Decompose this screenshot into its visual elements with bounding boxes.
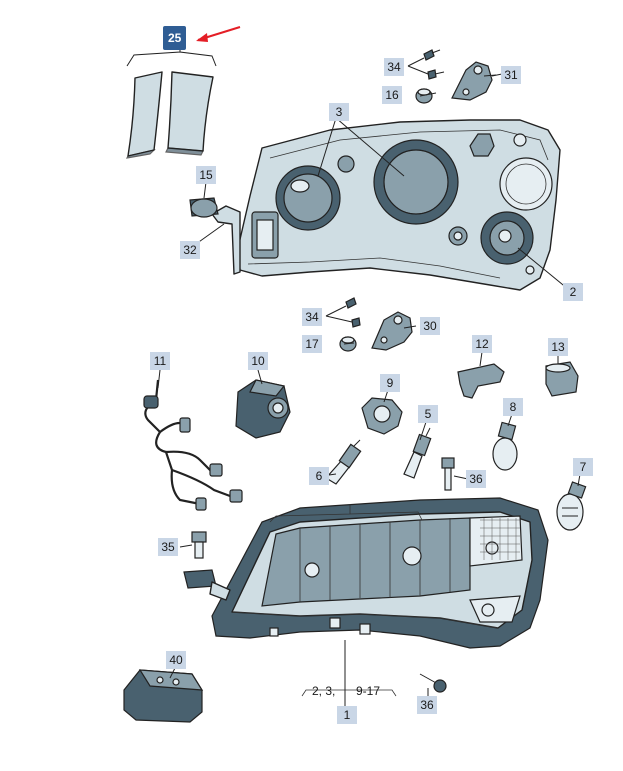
callout-16[interactable]: 16 [382, 86, 402, 104]
callout-range-9-17[interactable]: 9-17 [356, 684, 381, 698]
part-11-wiring-harness[interactable] [143, 379, 243, 511]
part-34-screws-middle[interactable] [325, 297, 361, 328]
selection-arrow [196, 26, 241, 42]
part-17-plug[interactable] [339, 336, 357, 352]
callout-3[interactable]: 3 [329, 103, 349, 121]
callout-17[interactable]: 17 [302, 335, 322, 353]
callout-11[interactable]: 11 [150, 352, 170, 370]
callout-7[interactable]: 7 [573, 458, 593, 476]
callout-35[interactable]: 35 [158, 538, 178, 556]
part-8-bulb[interactable] [492, 421, 518, 471]
part-25-protective-film[interactable] [125, 45, 217, 159]
callout-5[interactable]: 5 [418, 405, 438, 423]
part-12-cover[interactable] [457, 363, 505, 399]
part-36-bolt-bottom[interactable] [419, 673, 447, 693]
callout-30[interactable]: 30 [420, 317, 440, 335]
callout-12[interactable]: 12 [472, 335, 492, 353]
part-6-bulb[interactable] [325, 439, 362, 485]
callout-31[interactable]: 31 [501, 66, 521, 84]
callout-range-2-3[interactable]: 2, 3, [312, 684, 336, 698]
part-40-module[interactable] [123, 669, 204, 723]
headlight-housing-rear[interactable] [189, 119, 561, 291]
callout-1[interactable]: 1 [337, 706, 357, 724]
part-31-bracket[interactable] [451, 61, 503, 101]
part-10-control-unit[interactable] [235, 379, 291, 439]
part-5-bulb[interactable] [403, 427, 432, 479]
part-9-bulb-holder[interactable] [361, 397, 403, 435]
callout-34[interactable]: 34 [384, 58, 404, 76]
part-34-screws-top[interactable] [407, 49, 445, 80]
callout-6[interactable]: 6 [309, 467, 329, 485]
callout-36[interactable]: 36 [466, 470, 486, 488]
part-7-bulb[interactable] [556, 481, 587, 531]
part-1-headlight-assembly[interactable] [183, 497, 549, 649]
part-35-screw[interactable] [191, 531, 207, 559]
part-16-plug[interactable] [415, 88, 433, 104]
callout-25[interactable]: 25 [163, 26, 187, 50]
part-13-cap[interactable] [545, 361, 579, 397]
callout-15[interactable]: 15 [196, 166, 216, 184]
callout-34-middle[interactable]: 34 [302, 308, 322, 326]
callout-10[interactable]: 10 [248, 352, 268, 370]
callout-13[interactable]: 13 [548, 338, 568, 356]
part-30-bracket[interactable] [371, 311, 413, 351]
callout-9[interactable]: 9 [380, 374, 400, 392]
part-36-screw-middle[interactable] [441, 457, 455, 491]
callout-40[interactable]: 40 [166, 651, 186, 669]
callout-36-bottom[interactable]: 36 [417, 696, 437, 714]
callout-8[interactable]: 8 [503, 398, 523, 416]
callout-32[interactable]: 32 [180, 241, 200, 259]
callout-2[interactable]: 2 [563, 283, 583, 301]
